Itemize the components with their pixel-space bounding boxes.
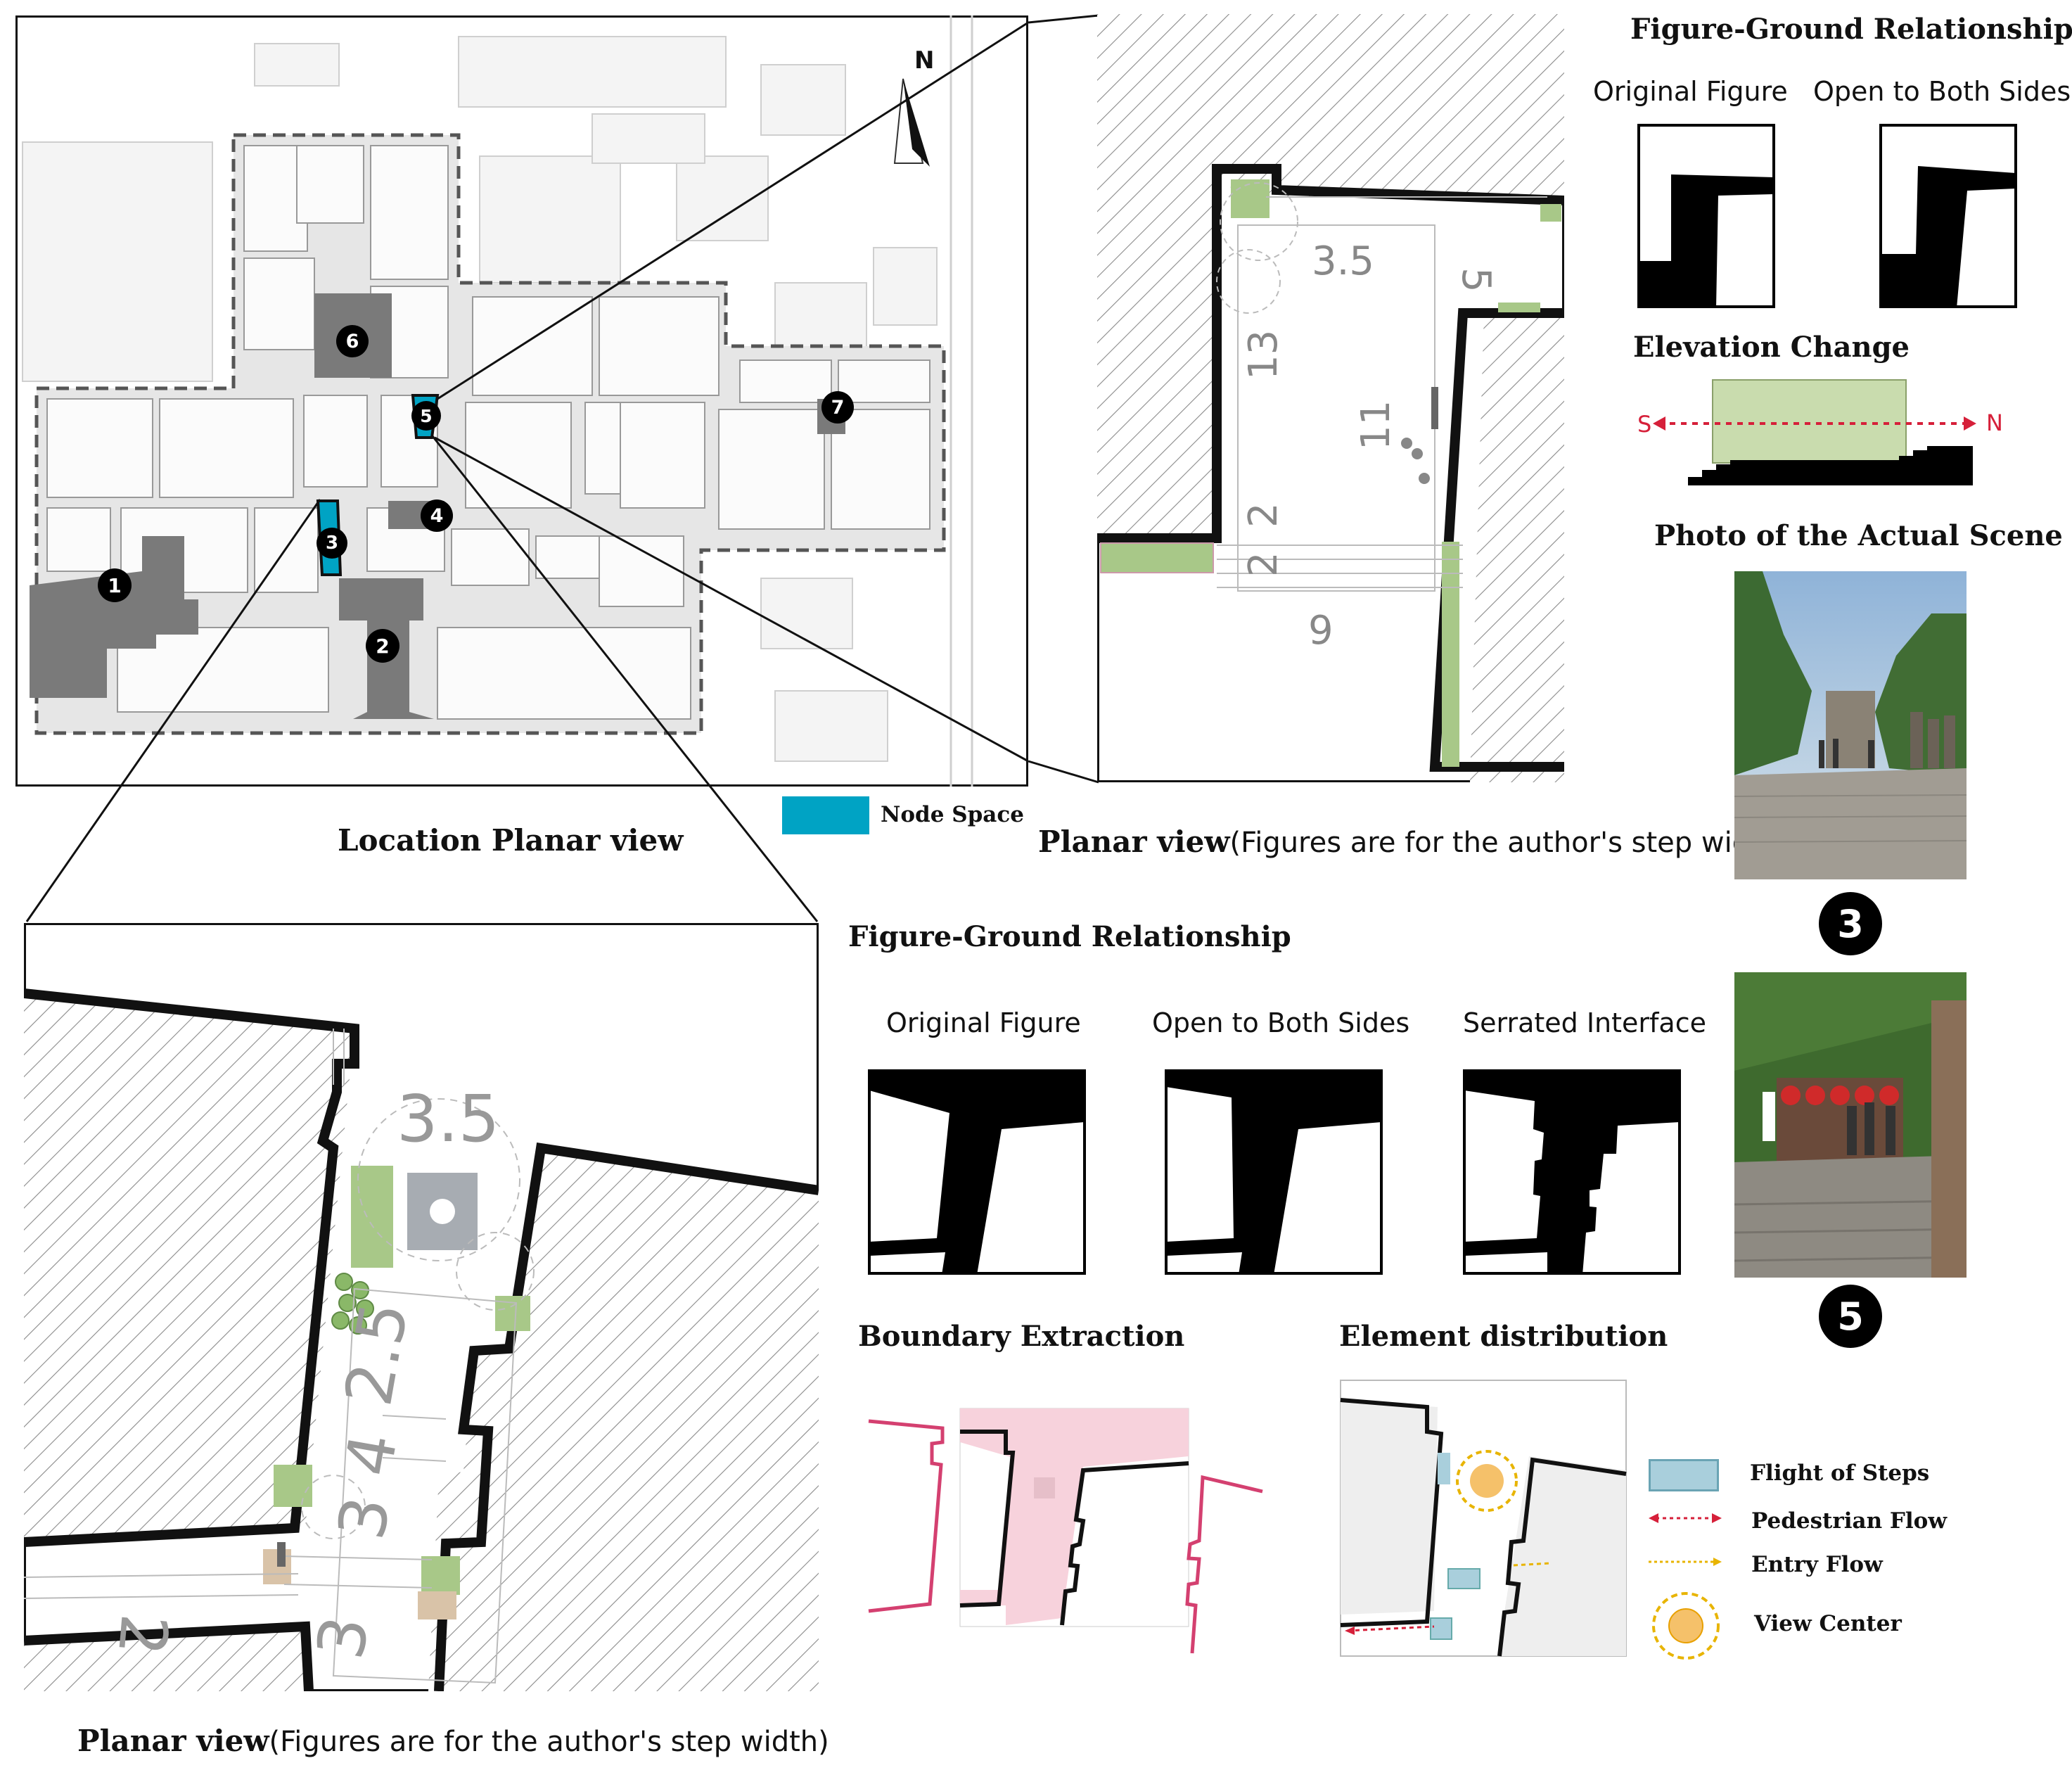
elevation-south: S: [1637, 411, 1652, 438]
boundary-title: Boundary Extraction: [858, 1320, 1185, 1353]
node-badge-5: 5: [411, 401, 441, 431]
dim-13-top: 13: [1241, 330, 1286, 380]
node-badge-3: 3: [316, 528, 347, 559]
fg-top-label-original: Original Figure: [1593, 76, 1788, 107]
node-space-label: Node Space: [881, 802, 1024, 827]
planar-top-caption-note: (Figures are for the author's step width…: [1229, 827, 1790, 859]
fg-top-open-figure: [1879, 124, 2017, 308]
fg-bottom-label-open: Open to Both Sides: [1152, 1007, 1410, 1038]
legend-entry-arrow-icon: [1649, 1558, 1722, 1566]
fg-bottom-label-serrated: Serrated Interface: [1463, 1007, 1706, 1038]
legend-pedestrian-arrow-icon: [1649, 1513, 1722, 1523]
location-caption: Location Planar view: [338, 823, 684, 858]
dim-11-top: 11: [1353, 400, 1399, 450]
legend-view-center-label: View Center: [1754, 1611, 1902, 1636]
planar-bottom-caption-bold: Planar view: [77, 1724, 269, 1758]
boundary-diagram: [868, 1408, 1263, 1654]
legend-entry-label: Entry Flow: [1751, 1552, 1883, 1577]
node-space-swatch: [782, 796, 869, 834]
element-title: Element distribution: [1339, 1320, 1668, 1353]
dim-9-top: 9: [1308, 608, 1334, 654]
planar-top-caption-bold: Planar view: [1038, 825, 1230, 859]
node-badge-2: 2: [366, 629, 399, 663]
elevation-north: N: [1986, 409, 2003, 436]
legend-steps-swatch: [1649, 1459, 1719, 1491]
photo-badge-5: 5: [1819, 1285, 1882, 1348]
fg-top-label-open: Open to Both Sides: [1813, 76, 2071, 107]
legend-view-center-icon: [1652, 1592, 1720, 1660]
north-arrow-icon: [893, 78, 930, 167]
dim-3-5-bottom: 3.5: [397, 1081, 499, 1157]
photo-scene-3: [1734, 571, 1967, 879]
planar-view-bottom: 3.5 2.5 4 3 2 3: [24, 923, 819, 1691]
fg-top-title: Figure-Ground Relationship: [1630, 13, 2072, 46]
node-badge-6: 6: [336, 325, 369, 357]
node-badge-7: 7: [821, 391, 854, 424]
elevation-title: Elevation Change: [1633, 331, 1910, 364]
dim-3-5-top: 3.5: [1312, 238, 1374, 284]
dim-2-bottom: 2: [103, 1611, 182, 1659]
fg-bottom-title: Figure-Ground Relationship: [848, 920, 1291, 953]
fg-bottom-open-figure: [1165, 1069, 1383, 1275]
legend-pedestrian-label: Pedestrian Flow: [1751, 1508, 1948, 1534]
elevation-diagram: [1653, 379, 1976, 485]
north-label: N: [914, 46, 935, 75]
photo-scene-5: [1734, 972, 1967, 1278]
fg-bottom-label-original: Original Figure: [886, 1007, 1081, 1038]
photo-badge-3: 3: [1819, 892, 1882, 955]
planar-view-top: 3.5 5 13 11 2 2 9: [1097, 14, 1564, 782]
fg-bottom-original-figure: [868, 1069, 1086, 1275]
location-map: [15, 15, 1028, 787]
legend-steps-label: Flight of Steps: [1750, 1460, 1930, 1486]
planar-bottom-caption-note: (Figures are for the author's step width…: [269, 1726, 829, 1758]
node-badge-1: 1: [98, 568, 132, 602]
photo-title: Photo of the Actual Scene: [1654, 519, 2063, 552]
node-badge-4: 4: [421, 499, 453, 532]
dim-2a-top: 2: [1241, 502, 1286, 528]
planar-bottom-caption: Planar view(Figures are for the author's…: [77, 1724, 829, 1758]
element-diagram: [1340, 1380, 1627, 1657]
fg-top-original-figure: [1637, 124, 1775, 308]
dim-2b-top: 2: [1241, 552, 1286, 577]
fg-bottom-serrated-figure: [1463, 1069, 1681, 1275]
planar-top-caption: Planar view(Figures are for the author's…: [1038, 825, 1790, 859]
dim-5-top: 5: [1453, 267, 1499, 293]
dim-2-5-bottom: 2.5: [331, 1297, 423, 1411]
